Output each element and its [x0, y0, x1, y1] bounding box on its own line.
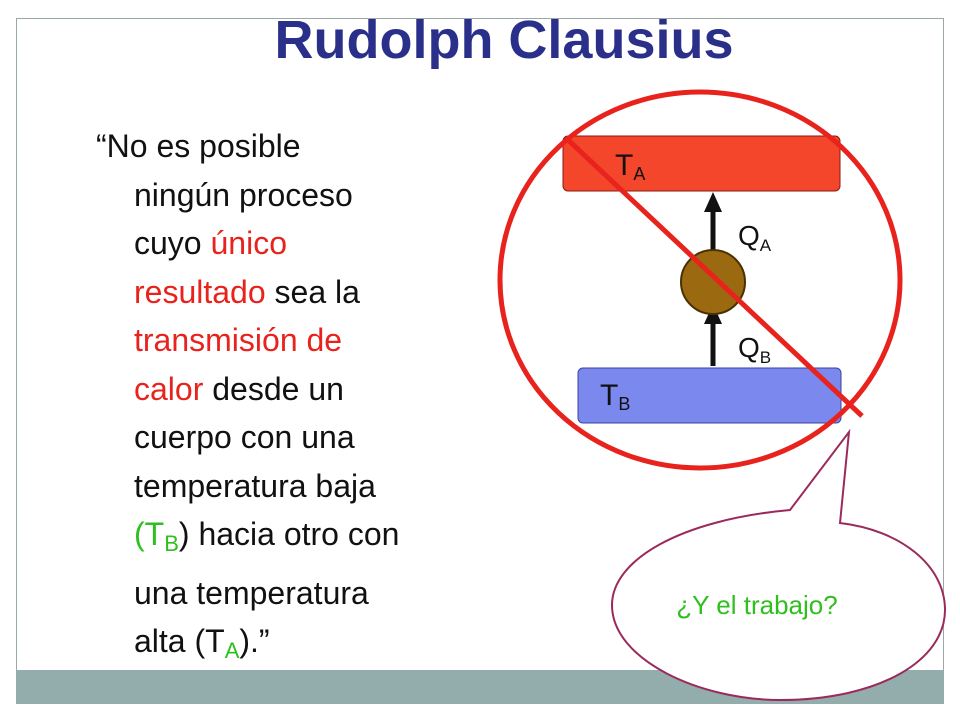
highlight-calor: calor: [134, 370, 204, 407]
qa-label: QA: [738, 220, 772, 255]
quote-line-1: “No es posible: [96, 128, 301, 164]
engine-circle: [680, 249, 746, 315]
quote-line-5: transmisión de: [134, 322, 343, 358]
quote-line-7: cuerpo con una: [134, 419, 355, 455]
quote-line-3: cuyo único: [134, 225, 287, 261]
hot-reservoir: [562, 135, 841, 192]
heat-arrow-upper-head: [704, 192, 722, 212]
highlight-resultado: resultado: [134, 273, 266, 310]
quote-line-9: (TB) hacia otro con: [134, 516, 400, 556]
quote-line-2: ningún proceso: [134, 176, 353, 213]
quote-line-6: calor desde un: [134, 370, 344, 407]
prohibition-circle: [497, 89, 903, 471]
speech-bubble: [610, 428, 947, 702]
hot-reservoir-label: TA: [615, 149, 645, 184]
slide-title: Rudolph Clausius: [274, 10, 734, 70]
quote-line-4: resultado sea la: [134, 273, 360, 310]
quote-line-8: temperatura baja: [134, 467, 376, 504]
qb-label: QB: [738, 332, 771, 367]
cold-reservoir-label: TB: [600, 379, 630, 414]
highlight-unico: único: [210, 225, 287, 261]
clausius-quote: “No es posible ningún proceso cuyo único…: [96, 122, 496, 676]
bubble-text: ¿Y el trabajo?: [676, 590, 837, 620]
prohibition-slash: [564, 136, 864, 418]
quote-line-10: una temperatura: [134, 574, 369, 611]
quote-line-11: alta (TA).”: [134, 623, 270, 663]
